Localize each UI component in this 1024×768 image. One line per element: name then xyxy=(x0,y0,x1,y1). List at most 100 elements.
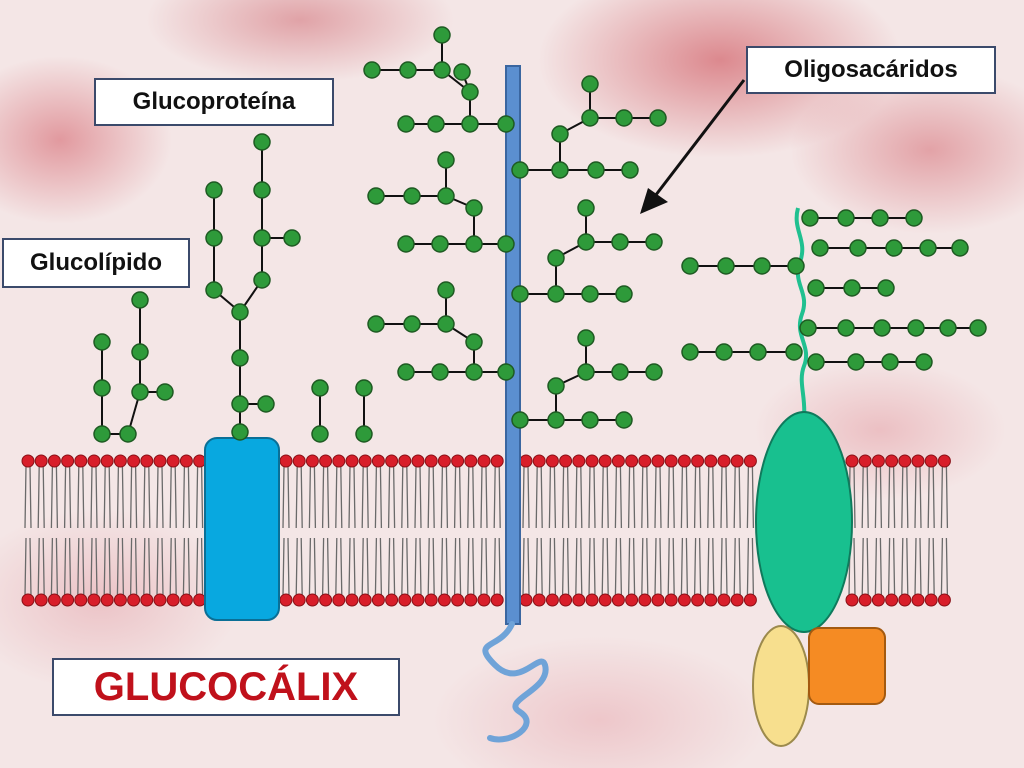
phospholipid-tail xyxy=(295,465,303,529)
phospholipid-tail xyxy=(169,465,177,529)
sugar-unit xyxy=(461,115,479,133)
phospholipid-head xyxy=(385,454,399,468)
phospholipid-tail xyxy=(143,537,151,597)
phospholipid-head xyxy=(937,454,951,468)
sugar-unit xyxy=(131,383,149,401)
phospholipid-tail xyxy=(24,537,32,597)
phospholipid-head xyxy=(572,593,586,607)
phospholipid-head xyxy=(477,593,491,607)
page-title: GLUCOCÁLIX xyxy=(93,664,359,709)
phospholipid-head xyxy=(743,593,757,607)
phospholipid-head xyxy=(153,593,167,607)
phospholipid-head xyxy=(305,454,319,468)
sugar-unit xyxy=(231,303,249,321)
phospholipid-head xyxy=(424,454,438,468)
phospholipid-tail xyxy=(901,465,909,529)
sugar-unit xyxy=(253,271,271,289)
sugar-unit xyxy=(431,235,449,253)
phospholipid-head xyxy=(279,454,293,468)
phospholipid-head xyxy=(704,454,718,468)
sugar-unit xyxy=(231,395,249,413)
phospholipid-head xyxy=(319,593,333,607)
oligosaccharides-label-text: Oligosacáridos xyxy=(784,56,958,83)
phospholipid-tail xyxy=(641,465,649,529)
sugar-unit xyxy=(131,291,149,309)
phospholipid-tail xyxy=(861,465,869,529)
phospholipid-head xyxy=(332,454,346,468)
phospholipid-head xyxy=(305,593,319,607)
sugar-unit xyxy=(753,257,771,275)
phospholipid-head xyxy=(625,593,639,607)
phospholipid-head xyxy=(47,593,61,607)
sugar-unit xyxy=(611,233,629,251)
sugar-unit xyxy=(311,379,329,397)
phospholipid-head xyxy=(193,454,207,468)
sugar-unit xyxy=(717,257,735,275)
phospholipid-head xyxy=(924,593,938,607)
phospholipid-tail xyxy=(24,465,32,529)
sugar-unit xyxy=(403,315,421,333)
phospholipid-tail xyxy=(733,465,741,529)
phospholipid-head xyxy=(898,454,912,468)
sugar-unit xyxy=(581,285,599,303)
phospholipid-head xyxy=(858,454,872,468)
sugar-unit xyxy=(397,363,415,381)
phospholipid-tail xyxy=(535,537,543,597)
phospholipid-tail xyxy=(90,465,98,529)
channel-protein xyxy=(204,437,280,621)
sugar-unit xyxy=(547,285,565,303)
sugar-unit xyxy=(461,83,479,101)
phospholipid-head xyxy=(871,454,885,468)
phospholipid-tail xyxy=(282,465,290,529)
sugar-unit xyxy=(787,257,805,275)
phospholipid-head xyxy=(559,454,573,468)
phospholipid-tail xyxy=(129,537,138,597)
phospholipid-head xyxy=(743,454,757,468)
phospholipid-tail xyxy=(414,465,422,529)
phospholipid-tail xyxy=(63,537,72,597)
phospholipid-head xyxy=(385,593,399,607)
phospholipid-tail xyxy=(601,537,609,597)
phospholipid-head xyxy=(411,593,425,607)
phospholipid-head xyxy=(651,593,665,607)
phospholipid-tail xyxy=(182,465,191,529)
phospholipid-head xyxy=(127,593,141,607)
sugar-unit xyxy=(547,377,565,395)
phospholipid-head xyxy=(585,454,599,468)
phospholipid-head xyxy=(100,593,114,607)
sugar-unit xyxy=(355,425,373,443)
phospholipid-tail xyxy=(561,465,570,529)
sugar-unit xyxy=(801,209,819,227)
phospholipid-tail xyxy=(77,465,85,529)
phospholipid-tail xyxy=(103,537,111,597)
phospholipid-head xyxy=(704,593,718,607)
phospholipid-tail xyxy=(401,465,409,529)
phospholipid-tail xyxy=(601,465,609,529)
phospholipid-tail xyxy=(182,537,191,597)
sugar-unit xyxy=(615,285,633,303)
phospholipid-tail xyxy=(50,537,59,597)
sugar-unit xyxy=(253,181,271,199)
phospholipid-head xyxy=(572,454,586,468)
sugar-unit xyxy=(645,363,663,381)
phospholipid-head xyxy=(490,593,504,607)
phospholipid-tail xyxy=(733,537,741,597)
phospholipid-head xyxy=(519,454,533,468)
sugar-unit xyxy=(587,161,605,179)
sugar-unit xyxy=(427,115,445,133)
sugar-unit xyxy=(253,229,271,247)
sugar-unit xyxy=(871,209,889,227)
sugar-unit xyxy=(397,115,415,133)
glycoprotein-label: Glucoproteína xyxy=(94,78,334,126)
sugar-unit xyxy=(649,109,667,127)
phospholipid-head xyxy=(464,454,478,468)
phospholipid-tail xyxy=(387,465,396,529)
phospholipid-head xyxy=(113,593,127,607)
phospholipid-tail xyxy=(374,465,383,529)
phospholipid-head xyxy=(179,454,193,468)
phospholipid-tail xyxy=(614,465,623,529)
phospholipid-tail xyxy=(295,537,303,597)
phospholipid-tail xyxy=(654,537,662,597)
phospholipid-head xyxy=(451,454,465,468)
sugar-unit xyxy=(621,161,639,179)
